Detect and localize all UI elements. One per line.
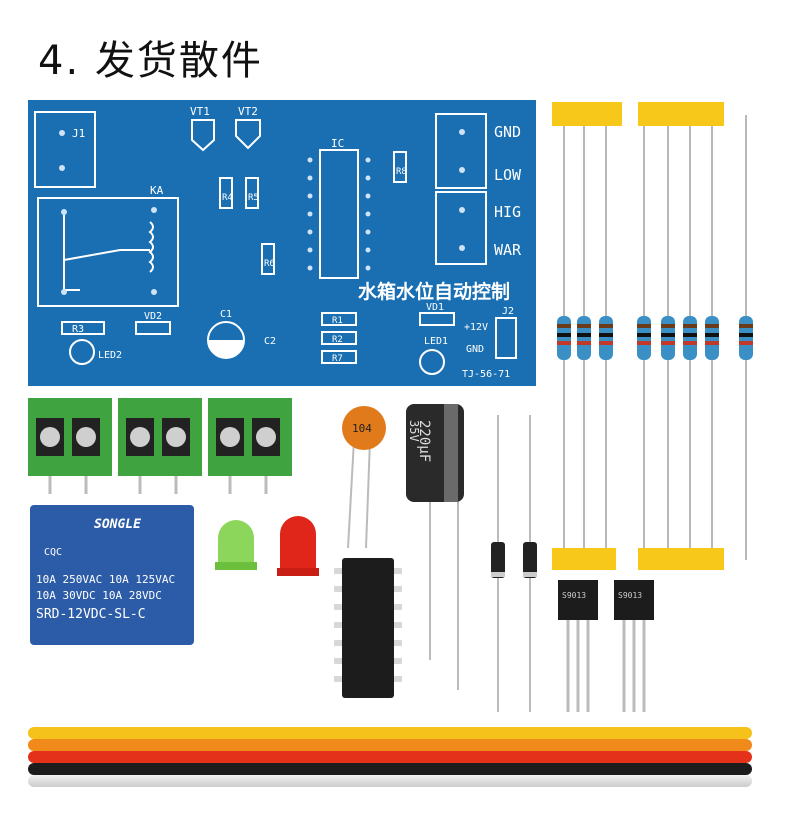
label-r8: R8	[396, 167, 407, 177]
terminal-war: WAR	[494, 241, 522, 259]
transistors: S9013 S9013	[558, 580, 654, 712]
label-r2: R2	[332, 335, 343, 345]
label-vt1: VT1	[190, 105, 210, 118]
transistor-mark-2: S9013	[618, 591, 642, 600]
relay-rating-2: 10A 30VDC 10A 28VDC	[36, 589, 162, 602]
relay-cert: CQC	[44, 547, 62, 558]
label-gnd: GND	[466, 344, 484, 355]
ceramic-capacitor: 104	[342, 406, 386, 549]
label-led1: LED1	[424, 336, 448, 347]
label-vt2: VT2	[238, 105, 258, 118]
terminal-low: LOW	[494, 166, 522, 184]
label-r5: R5	[248, 193, 259, 203]
label-r7: R7	[332, 354, 343, 364]
label-ic: IC	[331, 137, 344, 150]
label-led2: LED2	[98, 350, 122, 361]
resistor-strip	[552, 102, 753, 570]
pcb-board: J1 KA VT1 VT2 IC R4 R5 R6 R8 GND LOW HIG…	[28, 100, 536, 386]
label-vd2: VD2	[144, 311, 162, 322]
label-j1: J1	[72, 127, 85, 140]
label-r6: R6	[264, 259, 275, 269]
ceramic-cap-value: 104	[352, 422, 372, 435]
page-title: 4. 发货散件	[38, 38, 263, 84]
label-12v: +12V	[464, 322, 488, 333]
board-code: TJ-56-71	[462, 369, 510, 380]
label-j2: J2	[502, 306, 514, 317]
label-r1: R1	[332, 316, 343, 326]
electrolytic-capacitor: 220μF 35V	[406, 404, 464, 690]
relay-brand: SONGLE	[94, 517, 141, 532]
label-vd1: VD1	[426, 302, 444, 313]
terminal-gnd: GND	[494, 123, 521, 141]
e-cap-value: 220μF	[416, 420, 432, 462]
label-c2: C2	[264, 336, 276, 347]
ribbon-wires	[28, 727, 752, 787]
terminal-hig: HIG	[494, 203, 521, 221]
relay-model: SRD-12VDC-SL-C	[36, 607, 146, 622]
led-green	[215, 520, 257, 700]
e-cap-voltage: 35V	[407, 420, 421, 442]
label-ka: KA	[150, 184, 164, 197]
ic-chip	[334, 558, 402, 698]
diodes	[491, 415, 537, 712]
led-red	[277, 516, 319, 698]
relay-rating-1: 10A 250VAC 10A 125VAC	[36, 573, 175, 586]
screw-terminals	[28, 398, 292, 494]
label-r4: R4	[222, 193, 233, 203]
board-title: 水箱水位自动控制	[358, 280, 510, 303]
transistor-mark-1: S9013	[562, 591, 586, 600]
label-c1: C1	[220, 309, 232, 320]
relay: SONGLE CQC 10A 250VAC 10A 125VAC 10A 30V…	[30, 505, 194, 645]
label-r3: R3	[72, 324, 84, 335]
